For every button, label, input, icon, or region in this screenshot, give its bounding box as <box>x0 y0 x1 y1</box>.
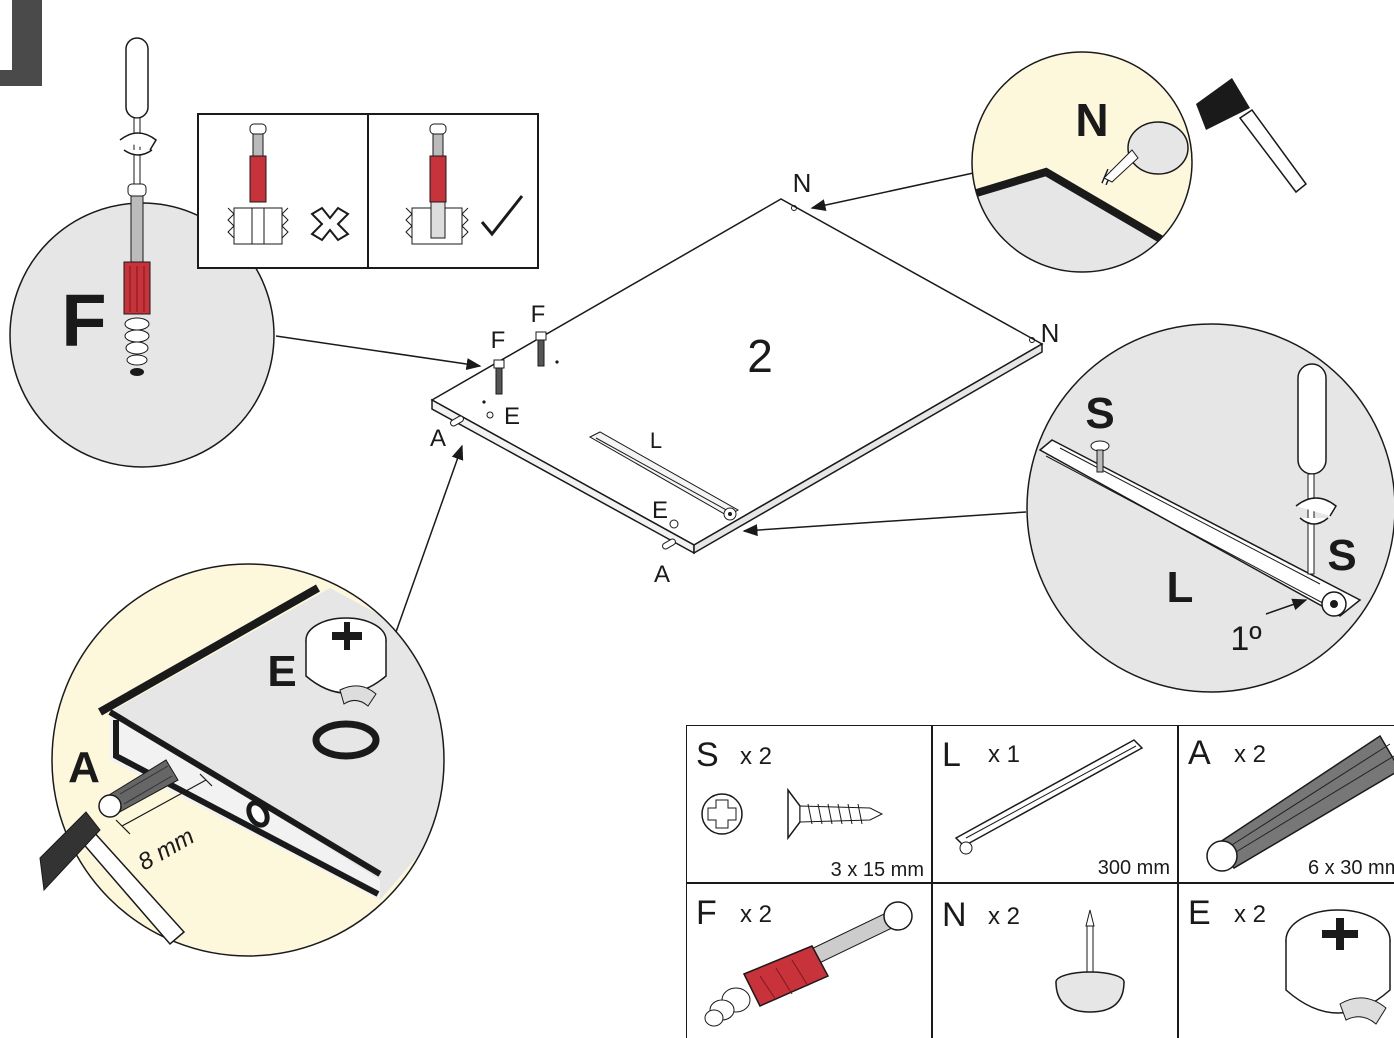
arrow-icon <box>742 511 1027 537</box>
detail-n-circle: N <box>971 51 1308 273</box>
part-cell-n: N x 2 <box>942 896 1125 1013</box>
dowel-icon <box>1206 734 1394 872</box>
detail-s-right-letter: S <box>1327 531 1356 580</box>
label-e-bottom: E <box>652 497 668 524</box>
part-id: L <box>942 736 961 774</box>
step-badge <box>0 0 42 86</box>
screw-icon <box>701 787 884 841</box>
part-id: S <box>696 736 719 774</box>
label-n-top: N <box>793 168 812 198</box>
detail-angle: 1º <box>1230 620 1261 658</box>
part-id: E <box>1188 894 1211 932</box>
drawer-rail-l-icon <box>588 431 739 521</box>
cam-bolt-icon <box>704 901 913 1027</box>
detail-s-circle: S S L 1º <box>1026 323 1394 693</box>
detail-e-letter: E <box>267 647 296 696</box>
rotate-icon <box>119 132 157 156</box>
cam-bolt-icon <box>123 183 151 376</box>
depth-check-box <box>197 113 539 269</box>
hole-e-icon <box>312 720 380 760</box>
rotate-icon <box>1295 497 1337 525</box>
part-size: 300 mm <box>1098 857 1170 879</box>
arrow-icon <box>810 171 979 212</box>
hammer-icon <box>1196 78 1308 194</box>
drawer-rail-icon <box>954 739 1144 855</box>
label-a-bottom: A <box>654 561 670 588</box>
detail-l-letter: L <box>1167 563 1194 612</box>
cam-lock-icon <box>305 617 387 707</box>
bolt-correct-icon <box>405 123 469 245</box>
distance-marker <box>115 773 213 835</box>
glide-nail-icon <box>1101 121 1189 186</box>
part-size: 6 x 30 mm <box>1308 857 1394 879</box>
part-size: 3 x 15 mm <box>831 859 924 881</box>
label-l-rail: L <box>650 428 662 453</box>
hammer-icon <box>39 811 186 946</box>
step-number-bar <box>0 0 12 70</box>
part-cell-l: L x 1 300 mm <box>942 736 1170 879</box>
dowel-a-left-icon <box>450 415 464 427</box>
screw-top-icon <box>1090 440 1110 473</box>
part-id: F <box>696 894 717 932</box>
bolt-f-right-icon <box>535 331 547 367</box>
part-qty: x 2 <box>1234 901 1266 928</box>
pointer-arrows <box>275 171 1027 633</box>
part-qty: x 2 <box>988 903 1020 930</box>
label-f-right: F <box>531 301 546 328</box>
arrow-icon <box>395 444 464 633</box>
detail-a-letter: A <box>68 743 100 792</box>
cam-lock-icon <box>1285 909 1391 1025</box>
check-icon <box>480 195 524 237</box>
detail-s-top-letter: S <box>1085 389 1114 438</box>
label-n-right: N <box>1041 318 1060 348</box>
arrow-icon <box>1265 598 1308 615</box>
part-cell-s: S x 2 3 x 15 mm <box>696 736 924 881</box>
part-qty: x 2 <box>740 901 772 928</box>
detail-a-circle: A E 8 mm <box>39 563 445 957</box>
part-cell-e: E x 2 <box>1188 894 1391 1025</box>
detail-f-letter: F <box>61 279 106 362</box>
part-qty: x 1 <box>988 741 1020 768</box>
cross-icon <box>310 206 350 242</box>
part-qty: x 2 <box>740 743 772 770</box>
part-qty: x 2 <box>1234 741 1266 768</box>
bolt-incorrect-icon <box>227 123 289 245</box>
detail-n-letter: N <box>1075 94 1108 146</box>
main-panel: 2 N N F F E E A A L <box>430 168 1059 588</box>
label-a-left: A <box>430 425 446 452</box>
part-cell-a: A x 2 6 x 30 mm <box>1188 734 1394 879</box>
dowel-a-bottom-icon <box>662 538 676 550</box>
label-e-top: E <box>504 403 520 430</box>
part-cell-f: F x 2 <box>696 894 913 1027</box>
panel-number: 2 <box>747 330 773 382</box>
parts-table: S x 2 3 x 15 mm L x 1 300 mm A <box>686 725 1394 1038</box>
screwdriver-icon <box>125 37 149 189</box>
part-id: A <box>1188 734 1211 772</box>
bolt-f-left-icon <box>493 359 505 395</box>
glide-nail-icon <box>1055 909 1125 1013</box>
arrow-icon <box>275 335 482 370</box>
dowel-a-icon <box>98 759 179 818</box>
label-f-left: F <box>491 327 506 354</box>
part-id: N <box>942 896 967 934</box>
